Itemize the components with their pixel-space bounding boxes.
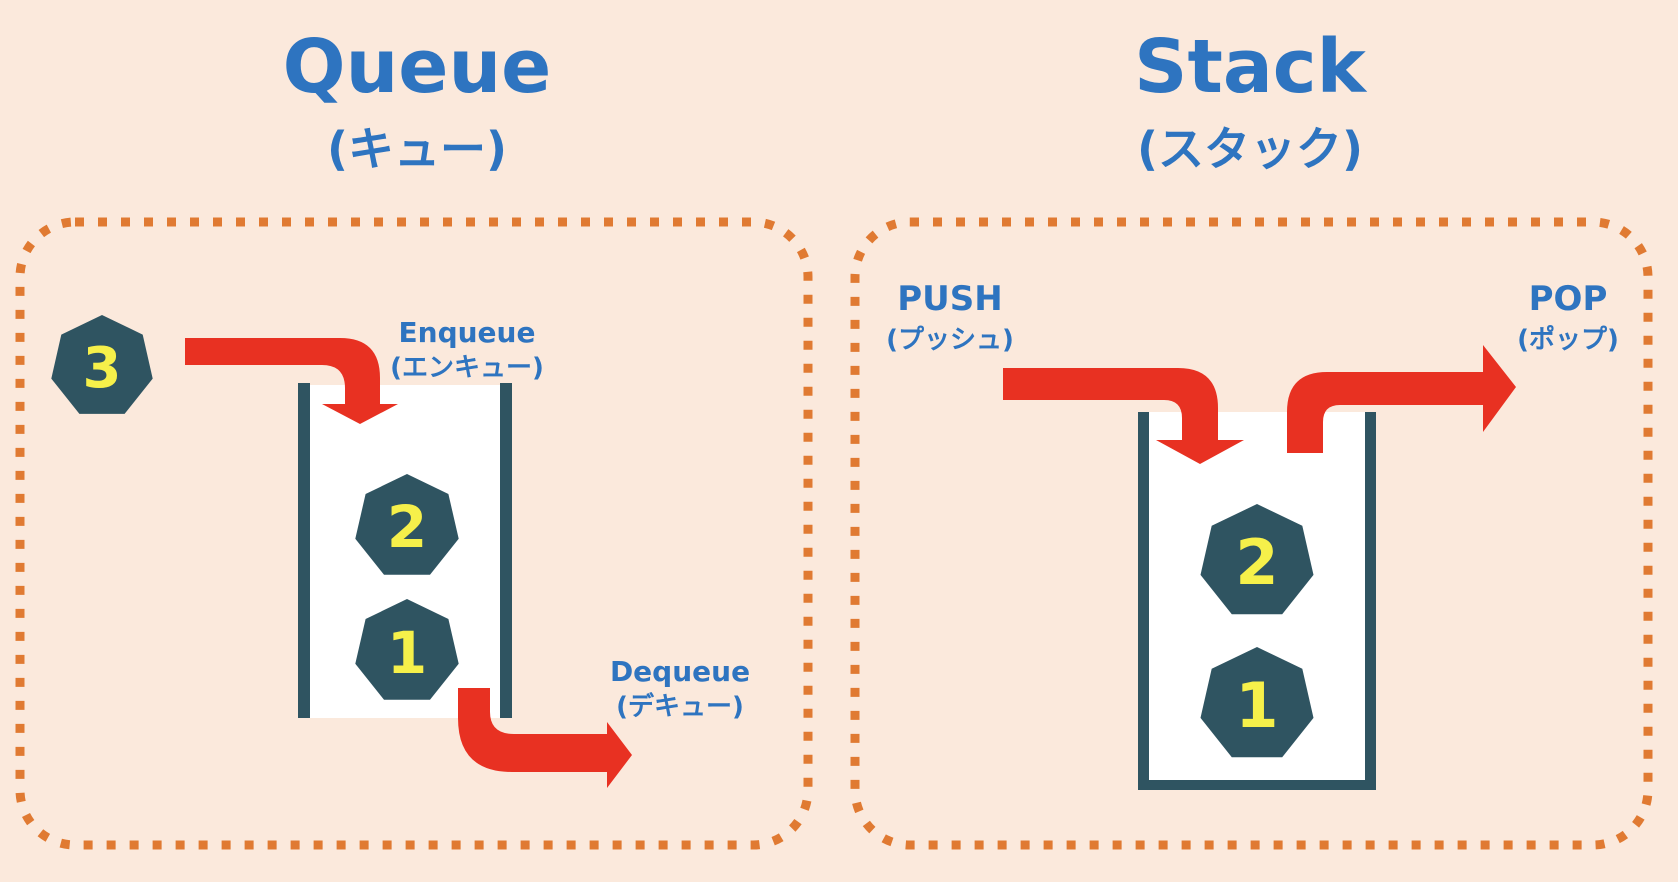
stack-container-left-wall — [1138, 412, 1149, 790]
stack-item: 1 — [1200, 647, 1314, 758]
pop-sublabel: (ポップ) — [1517, 324, 1619, 355]
push-sublabel: (プッシュ) — [886, 325, 1014, 355]
pop-arrow — [1287, 345, 1516, 453]
heptagon-shape — [355, 474, 459, 575]
heptagon-shape — [1200, 504, 1314, 615]
stack-dotted-border — [850, 217, 1653, 850]
stack-title: Stack — [1134, 24, 1367, 110]
queue-container-left-wall — [298, 383, 310, 718]
dequeue-arrow — [458, 688, 632, 788]
stack-container-right-wall — [1365, 412, 1376, 790]
queue-item: 1 — [355, 599, 459, 700]
queue-subtitle: (キュー) — [327, 122, 507, 176]
enqueue-arrow — [185, 338, 398, 424]
item-number: 1 — [387, 619, 427, 687]
stack-subtitle: (スタック) — [1137, 122, 1363, 176]
heptagon-shape — [355, 599, 459, 700]
push-arrow — [1003, 368, 1244, 464]
stack-panel: Stack (スタック) PUSH (プッシュ) POP (ポップ) 2 1 — [850, 24, 1653, 850]
item-number: 2 — [387, 493, 427, 561]
item-number: 3 — [83, 336, 122, 401]
item-number: 2 — [1235, 526, 1278, 599]
enqueue-label: Enqueue — [399, 316, 536, 349]
heptagon-shape — [51, 315, 153, 414]
push-label: PUSH — [897, 279, 1002, 319]
heptagon-shape — [1200, 647, 1314, 758]
dequeue-sublabel: (デキュー) — [616, 691, 744, 722]
queue-container-right-wall — [500, 383, 512, 718]
stack-item: 2 — [1200, 504, 1314, 615]
pop-label: POP — [1529, 279, 1608, 319]
queue-dotted-border — [15, 217, 813, 850]
dequeue-label: Dequeue — [610, 655, 750, 688]
item-number: 1 — [1235, 669, 1278, 742]
enqueue-sublabel: (エンキュー) — [390, 353, 544, 383]
queue-panel: Queue (キュー) Enqueue (エンキュー) Dequeue (デキュ… — [15, 24, 813, 850]
queue-item-incoming: 3 — [51, 315, 153, 414]
queue-item: 2 — [355, 474, 459, 575]
queue-title: Queue — [283, 24, 552, 110]
stack-container-bottom — [1138, 780, 1376, 790]
